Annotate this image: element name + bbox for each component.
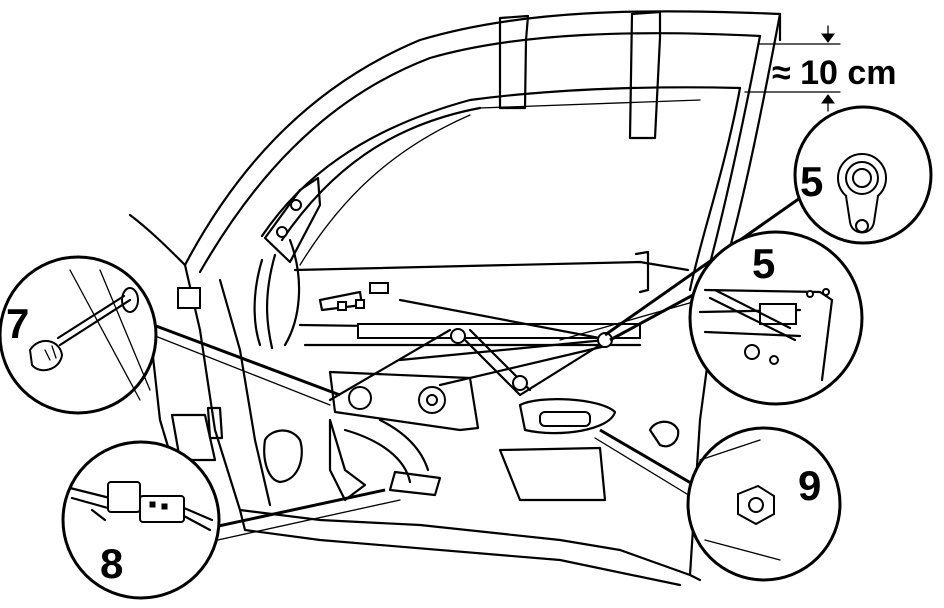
door-shell — [128, 10, 782, 587]
callout-8-number: 8 — [100, 540, 123, 587]
callout-9-number: 9 — [798, 462, 821, 509]
tape-strips — [498, 10, 662, 140]
measurement-indicator — [744, 25, 841, 112]
callout-5-regulator: 5 — [688, 230, 864, 406]
mirror-mount — [263, 176, 322, 264]
push-pin-icon — [28, 269, 151, 401]
callout-5-clip: 5 — [793, 105, 933, 245]
window-regulator — [253, 238, 642, 502]
callout-5-clip-number: 5 — [800, 158, 823, 205]
callout-8-connector: 8 — [61, 440, 221, 600]
door-panel-cutouts — [170, 250, 680, 502]
measurement-label: ≈ 10 cm — [772, 54, 897, 92]
connector-icon — [68, 481, 214, 532]
callout-5-regulator-number: 5 — [752, 240, 775, 287]
regulator-clip-detail — [698, 288, 834, 382]
callout-7-number: 7 — [6, 300, 29, 347]
callout-9-nut: 9 — [686, 426, 842, 582]
clip-icon — [837, 153, 887, 234]
callout-7-push-pin: 7 — [0, 255, 158, 415]
nut-icon — [699, 439, 781, 561]
